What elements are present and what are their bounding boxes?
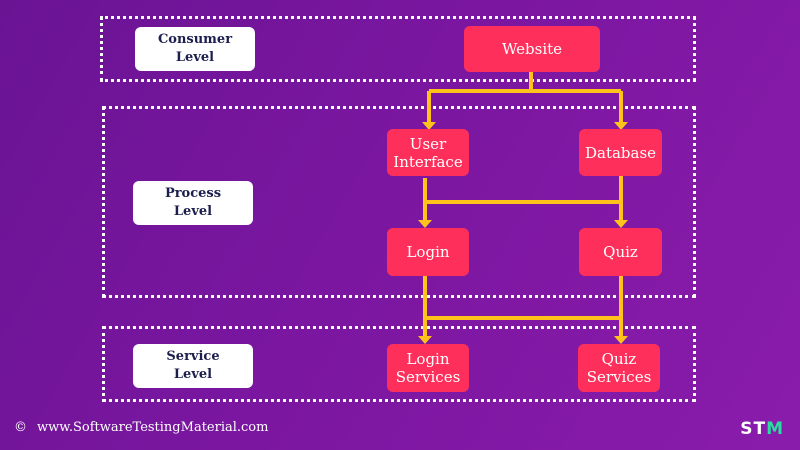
logo-text-accent: M: [766, 419, 784, 439]
node-quiz-services: Quiz Services: [578, 344, 660, 392]
stm-logo: STM: [740, 419, 784, 439]
website-url: www.SoftwareTestingMaterial.com: [37, 420, 269, 435]
node-user-interface: User Interface: [387, 129, 469, 176]
copyright-icon: ©: [14, 420, 27, 435]
node-login: Login: [387, 228, 469, 276]
footer: © www.SoftwareTestingMaterial.com: [14, 420, 268, 435]
logo-text-main: ST: [740, 419, 767, 439]
node-database: Database: [579, 129, 662, 176]
process-level-label: Process Level: [133, 181, 253, 225]
node-quiz: Quiz: [579, 228, 662, 276]
node-website: Website: [464, 26, 600, 72]
process-level-frame: [102, 106, 696, 298]
service-level-label: Service Level: [133, 344, 253, 388]
node-login-services: Login Services: [387, 344, 469, 392]
service-level-frame: [102, 326, 696, 402]
consumer-level-frame: [100, 16, 696, 82]
consumer-level-label: Consumer Level: [135, 27, 255, 71]
